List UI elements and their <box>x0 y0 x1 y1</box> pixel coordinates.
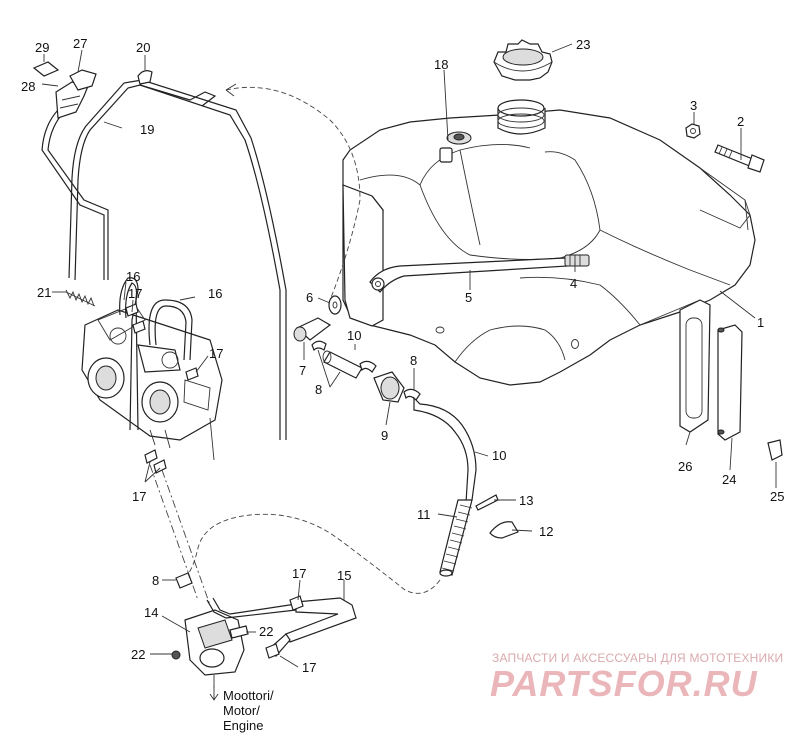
spring-hose <box>439 499 473 577</box>
filler-neck <box>497 99 546 135</box>
label-12: 12 <box>539 524 553 539</box>
hose-upper <box>322 350 363 379</box>
label-3: 3 <box>690 98 697 113</box>
vent-line-19 <box>68 79 287 440</box>
label-16b: 16 <box>208 286 222 301</box>
label-17b: 17 <box>209 346 223 361</box>
label-6: 6 <box>306 290 313 305</box>
bracket <box>489 521 519 539</box>
label-21: 21 <box>37 285 51 300</box>
check-valve-28 <box>55 69 97 119</box>
vent-tube-27 <box>41 109 109 280</box>
carb-vent-hose-right-2 <box>154 305 187 361</box>
label-7: 7 <box>299 363 306 378</box>
vent-fitting <box>439 131 472 163</box>
cable-tie <box>475 494 499 511</box>
label-18: 18 <box>434 57 448 72</box>
label-4: 4 <box>570 276 577 291</box>
carb-vent-hose-left <box>119 277 139 431</box>
label-10b: 10 <box>492 448 506 463</box>
label-19: 19 <box>140 122 154 137</box>
pump-line <box>179 513 441 594</box>
carburetor-assembly <box>81 304 223 461</box>
label-8a: 8 <box>315 382 322 397</box>
cap-20 <box>137 70 153 85</box>
label-29: 29 <box>35 40 49 55</box>
label-22b: 22 <box>131 647 145 662</box>
label-10a: 10 <box>347 328 361 343</box>
washer <box>328 295 342 315</box>
tank-fitting <box>293 317 332 342</box>
label-17a: 17 <box>128 286 142 301</box>
engine-label-line1: Moottori/ <box>223 688 274 703</box>
return-line <box>225 86 361 301</box>
label-9: 9 <box>381 428 388 443</box>
label-11: 11 <box>417 507 431 522</box>
clamp-mid <box>359 360 377 373</box>
strap-24 <box>717 324 743 441</box>
pump-clamps <box>175 572 304 659</box>
label-16a: 16 <box>126 269 140 284</box>
clamp-top <box>311 340 327 352</box>
label-25: 25 <box>770 489 784 504</box>
leader-lines <box>41 43 777 668</box>
label-15: 15 <box>337 568 351 583</box>
strap-26 <box>679 299 711 433</box>
label-5: 5 <box>465 290 472 305</box>
label-22a: 22 <box>259 624 273 639</box>
carb-vent-hose-left-2 <box>125 282 139 431</box>
center-line-carb-2 <box>161 469 211 606</box>
nut <box>685 123 701 139</box>
carb-clamps <box>125 303 199 474</box>
label-8c: 8 <box>152 573 159 588</box>
label-2: 2 <box>737 114 744 129</box>
clamp-right <box>403 388 421 401</box>
label-24: 24 <box>722 472 736 487</box>
label-17d: 17 <box>292 566 306 581</box>
filter <box>564 254 590 267</box>
engine-arrow <box>209 686 219 701</box>
label-28: 28 <box>21 79 35 94</box>
watermark-subtitle: ЗАПЧАСТИ И АКСЕССУАРЫ ДЛЯ МОТОТЕХНИКИ <box>492 651 784 665</box>
bolt <box>714 144 765 173</box>
return-line-arrow <box>225 83 237 97</box>
tag <box>767 439 783 461</box>
engine-label: Moottori/ Motor/ Engine <box>223 688 274 733</box>
fuel-filter <box>373 371 405 403</box>
label-23: 23 <box>576 37 590 52</box>
engine-label-line3: Engine <box>223 718 264 733</box>
label-1: 1 <box>757 315 764 330</box>
fuel-tank <box>342 109 756 386</box>
fuel-cap <box>493 39 553 81</box>
label-20: 20 <box>136 40 150 55</box>
label-17e: 17 <box>302 660 316 675</box>
label-27: 27 <box>73 36 87 51</box>
spring <box>65 289 96 307</box>
label-14: 14 <box>144 605 158 620</box>
label-26: 26 <box>678 459 692 474</box>
label-8b: 8 <box>410 353 417 368</box>
engine-label-line2: Motor/ <box>223 703 260 718</box>
watermark-logo: PARTSFOR.RU <box>490 663 758 704</box>
label-17c: 17 <box>132 489 146 504</box>
fuel-pump <box>171 597 297 688</box>
washer-29 <box>32 61 60 77</box>
hose-long <box>413 396 477 505</box>
carb-vent-hose-right <box>148 299 193 361</box>
label-13: 13 <box>519 493 533 508</box>
